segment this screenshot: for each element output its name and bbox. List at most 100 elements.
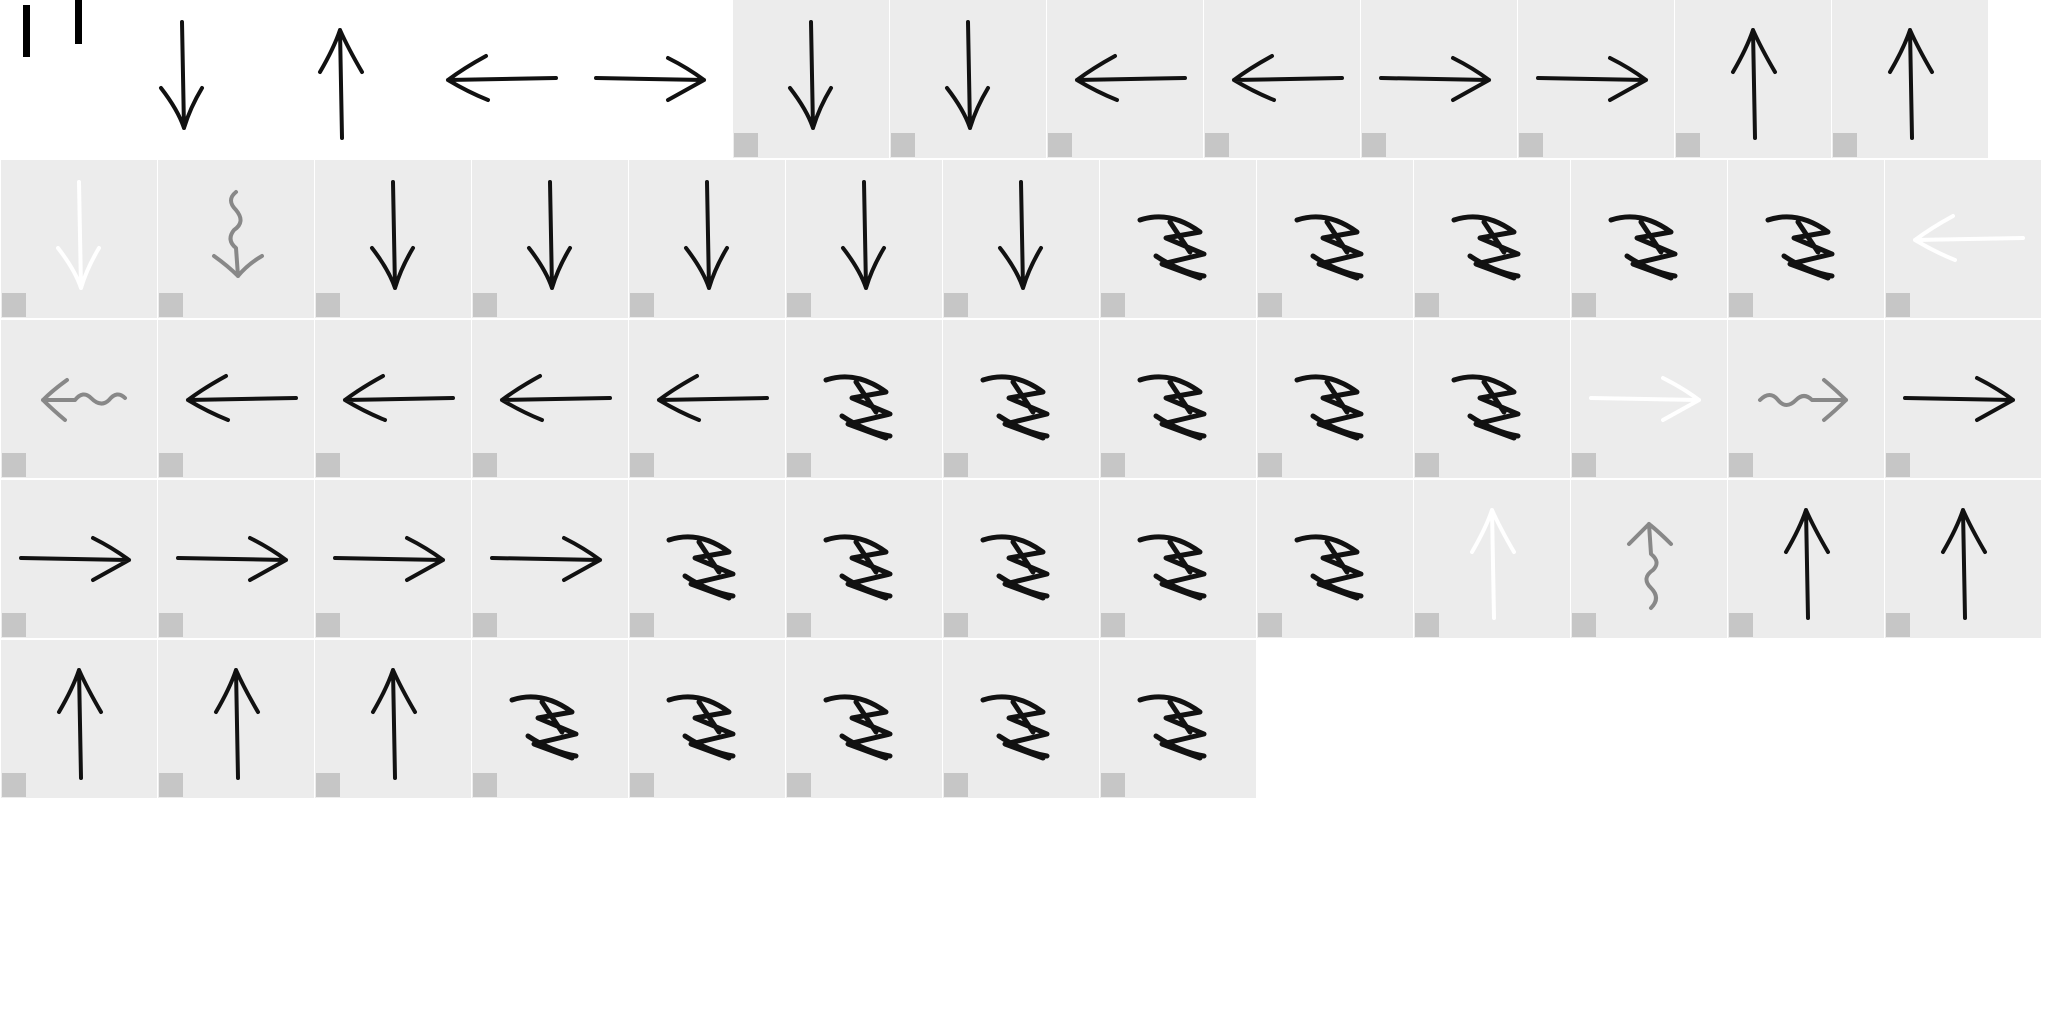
gesture-tile[interactable] (629, 640, 785, 798)
gesture-tile[interactable] (786, 640, 942, 798)
gesture-tile[interactable] (1361, 0, 1517, 158)
gesture-tile[interactable] (890, 0, 1046, 158)
tile-select-handle[interactable] (159, 773, 183, 797)
tile-select-handle[interactable] (787, 773, 811, 797)
gesture-tile[interactable] (1414, 160, 1570, 318)
gesture-tile[interactable] (1885, 320, 2041, 478)
gesture-tile[interactable] (1728, 160, 1884, 318)
gesture-tile[interactable] (1571, 320, 1727, 478)
tile-select-handle[interactable] (159, 293, 183, 317)
tile-select-handle[interactable] (1676, 133, 1700, 157)
gesture-tile[interactable] (158, 640, 314, 798)
gesture-tile[interactable] (1100, 480, 1256, 638)
gesture-tile[interactable] (158, 320, 314, 478)
tile-select-handle[interactable] (787, 293, 811, 317)
gesture-tile[interactable] (315, 640, 471, 798)
tile-select-handle[interactable] (316, 293, 340, 317)
tile-select-handle[interactable] (1101, 773, 1125, 797)
gesture-tile[interactable] (315, 320, 471, 478)
tile-select-handle[interactable] (1258, 453, 1282, 477)
gesture-tile[interactable] (1204, 0, 1360, 158)
tile-select-handle[interactable] (1833, 133, 1857, 157)
tile-select-handle[interactable] (1258, 293, 1282, 317)
gesture-tile[interactable] (472, 480, 628, 638)
tile-select-handle[interactable] (1729, 613, 1753, 637)
tile-select-handle[interactable] (473, 453, 497, 477)
gesture-tile[interactable] (315, 480, 471, 638)
gesture-tile[interactable] (943, 320, 1099, 478)
tile-select-handle[interactable] (473, 293, 497, 317)
tile-select-handle[interactable] (1205, 133, 1229, 157)
gesture-tile[interactable] (1, 320, 157, 478)
tile-select-handle[interactable] (630, 613, 654, 637)
tile-select-handle[interactable] (1886, 613, 1910, 637)
gesture-tile[interactable] (1571, 480, 1727, 638)
gesture-tile[interactable] (733, 0, 889, 158)
gesture-tile[interactable] (158, 480, 314, 638)
tile-select-handle[interactable] (787, 453, 811, 477)
tile-select-handle[interactable] (1572, 613, 1596, 637)
gesture-tile[interactable] (629, 320, 785, 478)
tile-select-handle[interactable] (630, 773, 654, 797)
tile-select-handle[interactable] (944, 773, 968, 797)
tile-select-handle[interactable] (734, 133, 758, 157)
tile-select-handle[interactable] (1729, 453, 1753, 477)
gesture-tile[interactable] (158, 160, 314, 318)
gesture-tile[interactable] (1257, 480, 1413, 638)
tile-select-handle[interactable] (944, 293, 968, 317)
tile-select-handle[interactable] (1729, 293, 1753, 317)
tile-select-handle[interactable] (1886, 293, 1910, 317)
gesture-tile[interactable] (1047, 0, 1203, 158)
gesture-tile[interactable] (629, 160, 785, 318)
tile-select-handle[interactable] (630, 453, 654, 477)
tile-select-handle[interactable] (316, 453, 340, 477)
gesture-tile[interactable] (1571, 160, 1727, 318)
tile-select-handle[interactable] (159, 453, 183, 477)
gesture-tile[interactable] (943, 640, 1099, 798)
gesture-tile[interactable] (1100, 160, 1256, 318)
tile-select-handle[interactable] (1258, 613, 1282, 637)
tile-select-handle[interactable] (2, 293, 26, 317)
tile-select-handle[interactable] (2, 453, 26, 477)
tile-select-handle[interactable] (1101, 453, 1125, 477)
tile-select-handle[interactable] (1362, 133, 1386, 157)
tile-select-handle[interactable] (1415, 293, 1439, 317)
tile-select-handle[interactable] (1519, 133, 1543, 157)
gesture-tile[interactable] (1518, 0, 1674, 158)
gesture-tile[interactable] (1414, 320, 1570, 478)
gesture-tile[interactable] (1, 160, 157, 318)
tile-select-handle[interactable] (1101, 293, 1125, 317)
gesture-tile[interactable] (629, 480, 785, 638)
tile-select-handle[interactable] (473, 773, 497, 797)
gesture-tile[interactable] (1100, 640, 1256, 798)
gesture-tile[interactable] (1675, 0, 1831, 158)
tile-select-handle[interactable] (1048, 133, 1072, 157)
tile-select-handle[interactable] (1415, 613, 1439, 637)
gesture-tile[interactable] (1885, 160, 2041, 318)
tile-select-handle[interactable] (891, 133, 915, 157)
gesture-tile[interactable] (786, 320, 942, 478)
tile-select-handle[interactable] (1572, 293, 1596, 317)
gesture-tile[interactable] (1885, 480, 2041, 638)
tile-select-handle[interactable] (1415, 453, 1439, 477)
gesture-tile[interactable] (1257, 160, 1413, 318)
tile-select-handle[interactable] (944, 613, 968, 637)
gesture-tile[interactable] (786, 160, 942, 318)
tile-select-handle[interactable] (316, 773, 340, 797)
gesture-tile[interactable] (1728, 320, 1884, 478)
gesture-tile[interactable] (1414, 480, 1570, 638)
gesture-tile[interactable] (1, 480, 157, 638)
tile-select-handle[interactable] (159, 613, 183, 637)
tile-select-handle[interactable] (1572, 453, 1596, 477)
tile-select-handle[interactable] (2, 613, 26, 637)
tile-select-handle[interactable] (630, 293, 654, 317)
gesture-tile[interactable] (472, 160, 628, 318)
gesture-tile[interactable] (786, 480, 942, 638)
tile-select-handle[interactable] (316, 613, 340, 637)
gesture-tile[interactable] (315, 160, 471, 318)
gesture-tile[interactable] (1, 640, 157, 798)
gesture-tile[interactable] (1257, 320, 1413, 478)
gesture-tile[interactable] (1832, 0, 1988, 158)
gesture-tile[interactable] (472, 640, 628, 798)
tile-select-handle[interactable] (1886, 453, 1910, 477)
